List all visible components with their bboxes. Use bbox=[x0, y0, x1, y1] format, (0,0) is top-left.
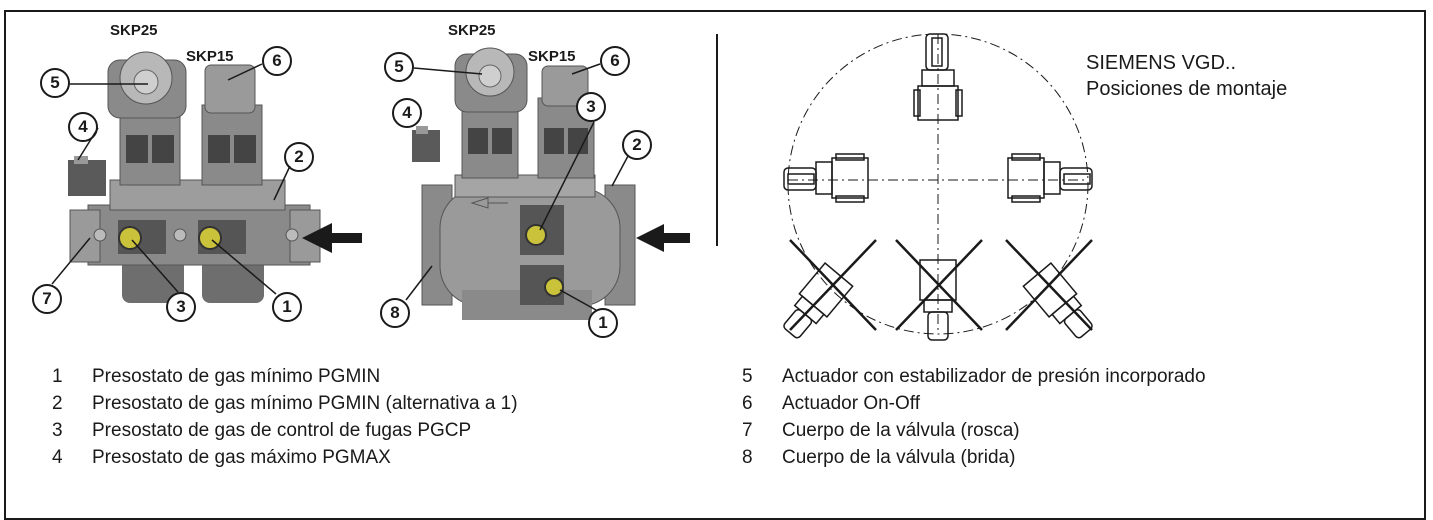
legend-number: 8 bbox=[742, 447, 753, 468]
legend-text: Presostato de gas mínimo PGMIN (alternat… bbox=[92, 393, 518, 414]
callout-5-left: 5 bbox=[40, 68, 70, 98]
callout-6-left: 6 bbox=[262, 46, 292, 76]
vertical-separator bbox=[716, 34, 718, 246]
legend-number: 7 bbox=[742, 420, 753, 441]
callout-7-left: 7 bbox=[32, 284, 62, 314]
legend-item: 2 Presostato de gas mínimo PGMIN (alterna… bbox=[48, 393, 518, 420]
legend-text: Actuador On-Off bbox=[782, 393, 920, 414]
mounting-title-line1: SIEMENS VGD.. bbox=[1086, 52, 1237, 74]
callout-1-left: 1 bbox=[272, 292, 302, 322]
legend-number: 3 bbox=[52, 420, 63, 441]
callout-3-middle: 3 bbox=[576, 92, 606, 122]
legend-item: 3 Presostato de gas de control de fugas P… bbox=[48, 420, 518, 447]
legend-item: 6 Actuador On-Off bbox=[738, 393, 1206, 420]
label-skp15-middle: SKP15 bbox=[528, 48, 576, 65]
legend-number: 5 bbox=[742, 366, 753, 387]
legend-item: 1 Presostato de gas mínimo PGMIN bbox=[48, 366, 518, 393]
legend-item: 8 Cuerpo de la válvula (brida) bbox=[738, 447, 1206, 474]
callout-8-middle: 8 bbox=[380, 298, 410, 328]
legend-text: Presostato de gas de control de fugas PG… bbox=[92, 420, 472, 441]
label-skp15-left: SKP15 bbox=[186, 48, 234, 65]
legend-number: 2 bbox=[52, 393, 63, 414]
callout-1-middle: 1 bbox=[588, 308, 618, 338]
callout-2-middle: 2 bbox=[622, 130, 652, 160]
callout-4-middle: 4 bbox=[392, 98, 422, 128]
legend-item: 5 Actuador con estabilizador de presión i… bbox=[738, 366, 1206, 393]
mounting-title-line2: Posiciones de montaje bbox=[1086, 78, 1288, 100]
mounting-positions-diagram bbox=[783, 33, 1093, 341]
callout-6-middle: 6 bbox=[600, 46, 630, 76]
legend-text: Presostato de gas máximo PGMAX bbox=[92, 447, 391, 468]
leader-lines-left bbox=[51, 63, 291, 295]
legend-number: 6 bbox=[742, 393, 753, 414]
valve-threaded-illustration bbox=[68, 51, 362, 303]
valve-flanged-illustration bbox=[412, 47, 690, 320]
legend-number: 4 bbox=[52, 447, 63, 468]
callout-3-left: 3 bbox=[166, 292, 196, 322]
legend-text: Presostato de gas mínimo PGMIN bbox=[92, 366, 381, 387]
label-skp25-middle: SKP25 bbox=[448, 22, 496, 39]
legend-item: 4 Presostato de gas máximo PGMAX bbox=[48, 447, 518, 474]
leader-lines-middle bbox=[405, 63, 629, 311]
callout-5-middle: 5 bbox=[384, 52, 414, 82]
label-skp25-left: SKP25 bbox=[110, 22, 158, 39]
legend-right: 5 Actuador con estabilizador de presión i… bbox=[738, 366, 1206, 474]
legend-text: Cuerpo de la válvula (brida) bbox=[782, 447, 1016, 468]
legend-text: Actuador con estabilizador de presión in… bbox=[782, 366, 1206, 387]
mounting-title: SIEMENS VGD.. Posiciones de montaje bbox=[1086, 50, 1287, 102]
legend-text: Cuerpo de la válvula (rosca) bbox=[782, 420, 1020, 441]
legend-item: 7 Cuerpo de la válvula (rosca) bbox=[738, 420, 1206, 447]
legend-number: 1 bbox=[52, 366, 63, 387]
